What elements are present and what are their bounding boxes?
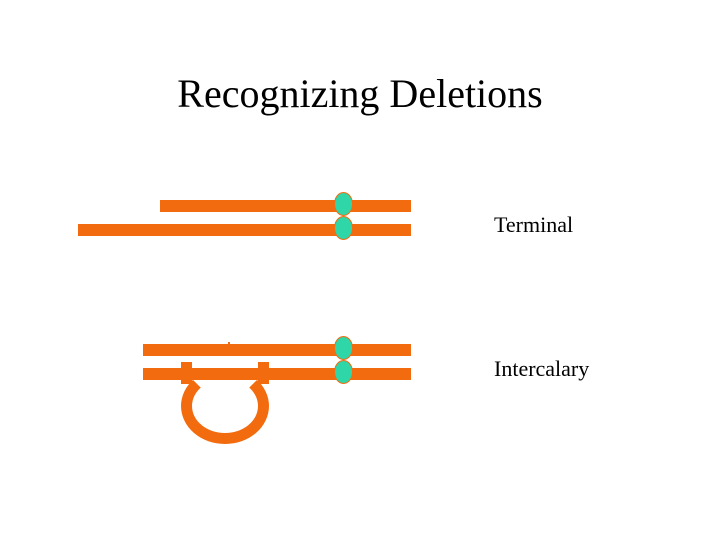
terminal-upper-chromatid-left [160, 200, 340, 212]
terminal-centromere-bead-lower [334, 216, 353, 240]
terminal-lower-chromatid-left [78, 224, 340, 236]
intercalary-centromere-bead-lower [334, 360, 353, 384]
intercalary-label: Intercalary [494, 356, 590, 381]
intercalary-deletion-loop [181, 368, 269, 444]
terminal-label: Terminal [494, 212, 574, 237]
intercalary-upper-chromatid-right [344, 344, 411, 356]
intercalary-centromere-bead-upper [334, 336, 353, 360]
intercalary-loop-right-stem [258, 362, 269, 384]
page-title: Recognizing Deletions [177, 71, 543, 116]
intercalary-upper-chromatid-left [143, 344, 340, 356]
intercalary-loop-left-stem [181, 362, 192, 384]
terminal-upper-chromatid-right [344, 200, 411, 212]
terminal-lower-chromatid-right [344, 224, 411, 236]
intercalary-lower-chromatid-right [344, 368, 411, 380]
terminal-centromere-bead-upper [334, 192, 353, 216]
intercalary-tick-mark [228, 342, 230, 356]
